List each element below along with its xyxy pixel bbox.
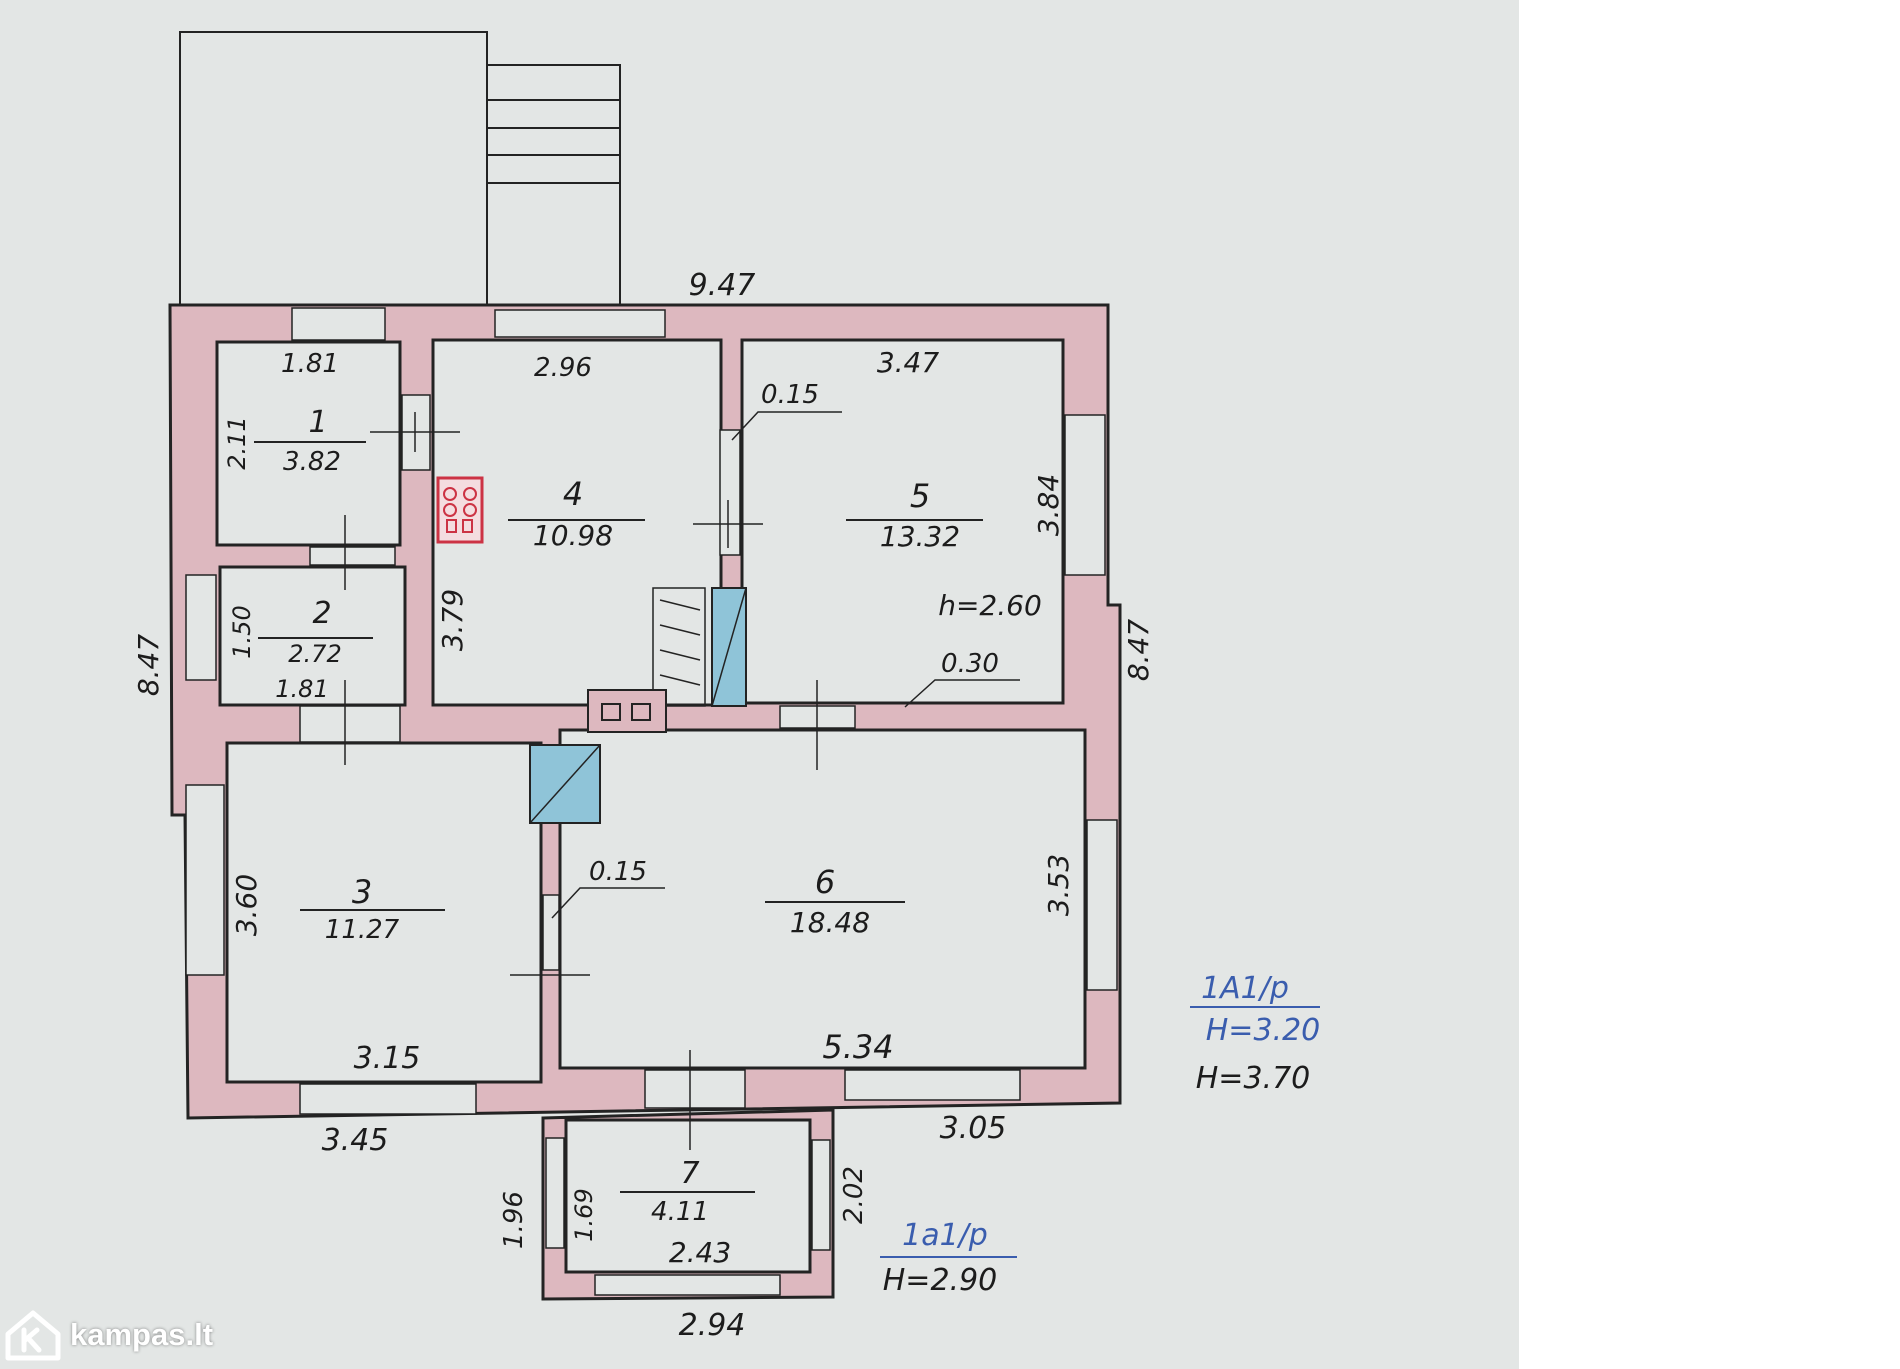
chimney-icon bbox=[587, 689, 667, 733]
floor-plan: 1 3.82 1.81 2.11 2 2.72 1.81 1.50 3 11.2… bbox=[132, 31, 1321, 1343]
room-7-number: 7 bbox=[680, 1156, 699, 1191]
hatched-stair-icon bbox=[652, 587, 706, 707]
room-4-area: 10.98 bbox=[533, 519, 613, 552]
porch-right-length: 2.02 bbox=[839, 1166, 869, 1224]
room-5-width: 3.47 bbox=[877, 346, 940, 379]
room-6-area: 18.48 bbox=[790, 906, 870, 939]
room-1-width: 1.81 bbox=[281, 349, 339, 379]
room-3-number: 3 bbox=[352, 873, 372, 911]
room-2-area: 2.72 bbox=[288, 640, 341, 668]
room-3-area: 11.27 bbox=[325, 915, 400, 945]
door-marks bbox=[344, 412, 818, 1150]
porch-left-length: 1.96 bbox=[499, 1191, 529, 1249]
room-1-depth: 2.11 bbox=[223, 416, 251, 469]
room-2-width: 1.81 bbox=[275, 675, 328, 703]
paper-background bbox=[0, 0, 1519, 1369]
leader-lines bbox=[551, 411, 1020, 919]
exterior-bottom-left: 3.45 bbox=[322, 1123, 389, 1158]
room-3-depth: 3.60 bbox=[230, 874, 263, 936]
room-7-depth: 1.69 bbox=[570, 1188, 598, 1241]
exterior-bottom-right: 3.05 bbox=[940, 1111, 1007, 1146]
porch-walls bbox=[541, 1108, 835, 1301]
annotation-lines bbox=[880, 1006, 1320, 1258]
room-labels: 1 3.82 1.81 2.11 2 2.72 1.81 1.50 3 11.2… bbox=[223, 346, 1075, 1269]
watermark-text: kampas.lt bbox=[70, 1317, 214, 1352]
stove-icon bbox=[436, 476, 484, 544]
wall-openings bbox=[185, 307, 1118, 1296]
room-5-height: h=2.60 bbox=[938, 589, 1042, 622]
porch-height: H=2.90 bbox=[883, 1263, 998, 1298]
room-2-number: 2 bbox=[312, 596, 331, 631]
height-annotations: 1A1/p H=3.20 H=3.70 1a1/p H=2.90 bbox=[883, 971, 1321, 1298]
watermark: kampas.lt bbox=[4, 1308, 213, 1362]
house-k-logo-icon bbox=[5, 1310, 61, 1361]
partition-c-label: 0.30 bbox=[941, 649, 999, 679]
overall-left-length: 8.47 bbox=[132, 634, 165, 697]
room-4-width: 2.96 bbox=[534, 353, 592, 383]
room-6-width: 5.34 bbox=[822, 1028, 893, 1066]
room-5-area: 13.32 bbox=[880, 520, 960, 553]
overall-top-length: 9.47 bbox=[689, 268, 756, 303]
main-building-height-1: H=3.20 bbox=[1206, 1013, 1321, 1048]
room-2-depth: 1.50 bbox=[228, 605, 256, 658]
room-5-depth: 3.84 bbox=[1032, 474, 1065, 536]
room-3-width: 3.15 bbox=[354, 1041, 421, 1076]
room-1-number: 1 bbox=[308, 405, 327, 440]
partition-labels: 0.15 0.15 0.30 bbox=[589, 380, 999, 887]
room-6-number: 6 bbox=[815, 863, 835, 901]
terrace-outline bbox=[179, 31, 621, 305]
room-1-area: 3.82 bbox=[283, 447, 341, 477]
partition-a-label: 0.15 bbox=[761, 380, 819, 410]
room-7-width: 2.43 bbox=[669, 1236, 731, 1269]
overall-dimensions: 9.47 8.47 8.47 3.45 3.05 2.94 1.96 2.02 bbox=[132, 268, 1155, 1343]
porch-bottom-length: 2.94 bbox=[679, 1308, 746, 1343]
room-6-depth: 3.53 bbox=[1042, 854, 1075, 916]
main-building-height-2: H=3.70 bbox=[1196, 1061, 1311, 1096]
area-fraction-lines bbox=[254, 441, 983, 1193]
room-4-depth: 3.79 bbox=[436, 589, 469, 651]
overall-right-length: 8.47 bbox=[1122, 619, 1155, 682]
main-building-code: 1A1/p bbox=[1201, 971, 1289, 1006]
room-4-number: 4 bbox=[563, 475, 583, 513]
room-7-area: 4.11 bbox=[651, 1197, 709, 1227]
tile-heater-icon bbox=[529, 587, 747, 824]
partition-b-label: 0.15 bbox=[589, 857, 647, 887]
room-5-number: 5 bbox=[910, 477, 930, 515]
porch-code: 1a1/p bbox=[902, 1218, 988, 1253]
